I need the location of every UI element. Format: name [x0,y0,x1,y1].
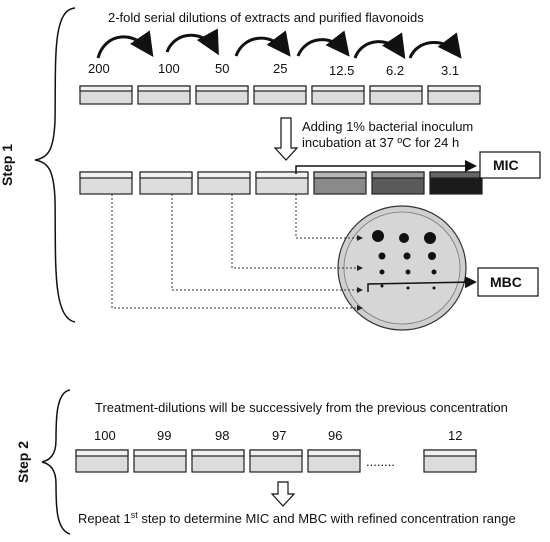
repeat-post: step to determine MIC and MBC with refin… [138,511,516,526]
dish-1-6 [369,85,423,105]
conc2-96: 96 [328,428,342,443]
dish-3-6 [423,449,477,473]
conc-3-1: 3.1 [441,63,459,78]
conc2-98: 98 [215,428,229,443]
conc2-100: 100 [94,428,116,443]
step2-title: Treatment-dilutions will be successively… [95,400,508,415]
dotted-connectors [111,194,363,311]
dish-2-3 [197,171,251,195]
step1-title: 2-fold serial dilutions of extracts and … [108,10,424,25]
agar-plate [337,205,467,331]
mic-label: MIC [493,157,519,173]
dish-1-5 [311,85,365,105]
mbc-arrow [367,276,477,292]
down-arrow-step1 [273,117,299,161]
dish-3-2 [133,449,187,473]
repeat-sup: st [131,510,139,520]
step1-brace [34,7,76,323]
dish-row-3 [75,449,477,473]
conc2-12: 12 [448,428,462,443]
dish-1-4 [253,85,307,105]
conc-12-5: 12.5 [329,63,354,78]
dish-2-7-turbid [429,171,483,195]
dish-row-1 [79,85,481,105]
mbc-label: MBC [490,274,522,290]
step2-brace [41,389,71,535]
dish-3-1 [75,449,129,473]
mic-box [479,151,541,179]
dish-1-1 [79,85,133,105]
incubation-line1: Adding 1% bacterial inoculum [302,119,473,134]
incubation-line2: incubation at 37 ºC for 24 h [302,135,459,150]
dish-3-3 [191,449,245,473]
dish-2-1 [79,171,133,195]
dish-row-2 [79,171,483,195]
dish-1-7 [427,85,481,105]
ellipsis: ........ [366,454,395,469]
dilution-arrows [96,28,462,59]
dish-2-5-turbid [313,171,367,195]
mbc-box [477,267,539,297]
dish-2-6-turbid [371,171,425,195]
repeat-pre: Repeat 1 [78,511,131,526]
dish-2-2 [139,171,193,195]
down-arrow-step2 [270,481,296,507]
conc-100: 100 [158,61,180,76]
conc2-97: 97 [272,428,286,443]
dish-2-4 [255,171,309,195]
conc-25: 25 [273,61,287,76]
step2-label: Step 2 [15,441,31,483]
mic-arrow [295,160,477,174]
conc-6-2: 6.2 [386,63,404,78]
conc-50: 50 [215,61,229,76]
dish-3-4 [249,449,303,473]
repeat-text: Repeat 1st step to determine MIC and MBC… [78,510,516,526]
dish-1-3 [195,85,249,105]
dish-3-5 [307,449,361,473]
step1-label: Step 1 [0,144,15,186]
dish-1-2 [137,85,191,105]
conc2-99: 99 [157,428,171,443]
conc-200: 200 [88,61,110,76]
